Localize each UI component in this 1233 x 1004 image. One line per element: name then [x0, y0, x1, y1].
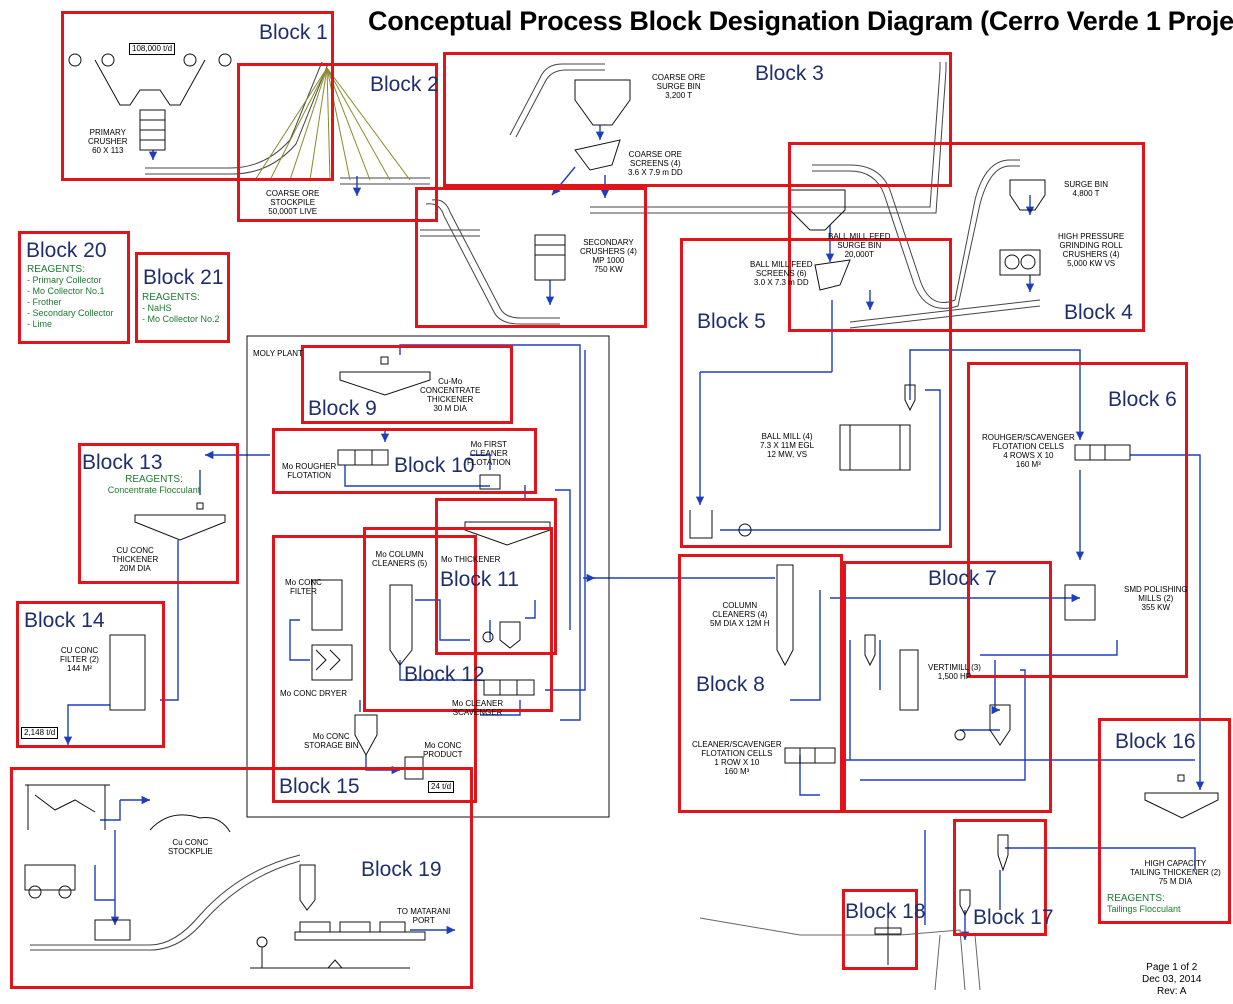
block-3-label: Block 3 [755, 62, 824, 86]
block-15-label: Block 15 [279, 775, 360, 799]
block-20-reagents: REAGENTS: - Primary Collector - Mo Colle… [27, 264, 114, 330]
block-4-label: Block 4 [1064, 301, 1133, 325]
moly-plant-label: MOLY PLANT [253, 349, 303, 358]
block-12-label: Block 12 [404, 663, 485, 687]
page-number: Page 1 of 2 [1142, 962, 1202, 974]
revision-date: Dec 03, 2014 [1142, 974, 1202, 986]
block-7-frame [843, 561, 1052, 813]
block-2-label: Block 2 [370, 73, 439, 97]
block-5-label: Block 5 [697, 310, 766, 334]
block-21-reagents: REAGENTS: - NaHS - Mo Collector No.2 [142, 292, 220, 325]
block-10-label: Block 10 [394, 454, 475, 478]
block-21-label: Block 21 [143, 266, 224, 290]
block-17-label: Block 17 [973, 906, 1054, 930]
block-13-reagents: REAGENTS: Concentrate Flocculant [84, 474, 224, 496]
block-7-label: Block 7 [928, 567, 997, 591]
block-1-label: Block 1 [259, 21, 328, 45]
block-14-label: Block 14 [24, 609, 105, 633]
diagram-title: Conceptual Process Block Designation Dia… [368, 6, 1233, 37]
block-11-label: Block 11 [440, 568, 519, 592]
block-20-label: Block 20 [26, 239, 107, 263]
block-6-label: Block 6 [1108, 388, 1177, 412]
page-footer: Page 1 of 2 Dec 03, 2014 Rev: A [1142, 962, 1202, 998]
block-19-label: Block 19 [361, 858, 442, 882]
block-16-label: Block 16 [1115, 730, 1196, 754]
block-18-label: Block 18 [845, 900, 926, 924]
block-16-reagents: REAGENTS: Tailings Flocculant [1107, 893, 1181, 915]
block-13-label: Block 13 [82, 451, 163, 475]
revision: Rev: A [1142, 986, 1202, 998]
feed-rate-label: 108,000 t/d [129, 43, 175, 55]
mo-rate-label: 24 t/d [428, 781, 454, 793]
block-8-label: Block 8 [696, 673, 765, 697]
block-5-frame [680, 238, 952, 548]
mo-conc-dryer-label: Mo CONC DRYER [280, 689, 347, 698]
mo-thickener-label: Mo THICKENER [441, 555, 500, 564]
vertimill-label: VERTIMILL (3)1,500 HP [928, 663, 981, 681]
cu-rate-label: 2,148 t/d [21, 727, 58, 739]
block-9-label: Block 9 [308, 397, 377, 421]
